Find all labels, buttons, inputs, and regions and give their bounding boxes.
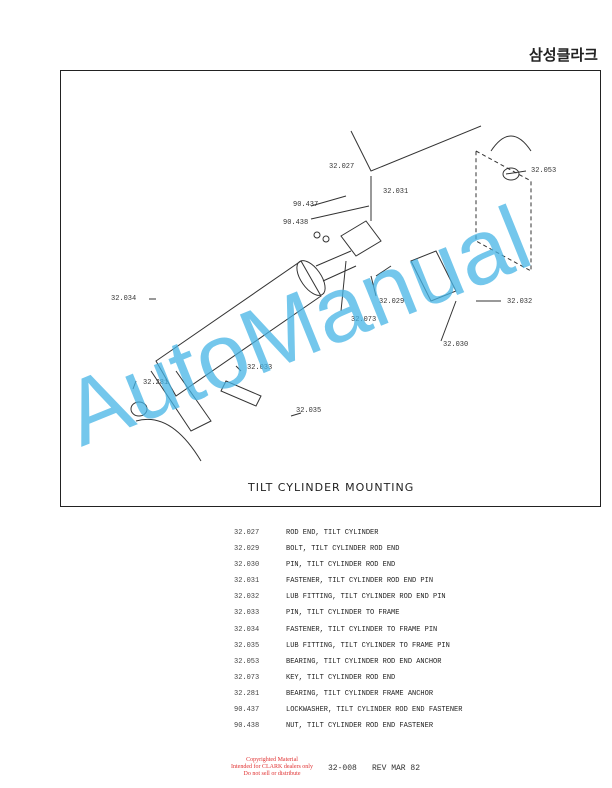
parts-list-row: 32.281 BEARING, TILT CYLINDER FRAME ANCHO… — [234, 690, 462, 706]
copyright-line: Intended for CLARK dealers only — [231, 764, 313, 770]
callout-32-073: 32.073 — [351, 316, 377, 324]
cylinder-clevis — [150, 370, 212, 432]
revision-date: REV MAR 82 — [372, 764, 421, 773]
part-description: LOCKWASHER, TILT CYLINDER ROD END FASTEN… — [286, 706, 463, 715]
part-description: ROD END, TILT CYLINDER — [286, 529, 379, 537]
parts-list-row: 90.438 NUT, TILT CYLINDER ROD END FASTENE… — [234, 722, 462, 738]
parts-list-row: 32.073 KEY, TILT CYLINDER ROD END — [234, 674, 462, 690]
figure-frame: 32.027 32.031 90.437 90.438 32.053 32.03… — [60, 70, 601, 507]
part-description: PIN, TILT CYLINDER ROD END — [286, 561, 396, 570]
part-number: 32.033 — [234, 609, 260, 618]
part-number: 32.027 — [234, 529, 260, 537]
part-number: 32.031 — [234, 577, 260, 586]
callout-32-035: 32.035 — [296, 407, 322, 415]
part-description: BEARING, TILT CYLINDER ROD END ANCHOR — [286, 657, 442, 666]
part-description: PIN, TILT CYLINDER TO FRAME — [286, 609, 400, 618]
parts-list: 32.027 ROD END, TILT CYLINDER 32.029 BOLT, … — [234, 529, 462, 738]
part-description: FASTENER, TILT CYLINDER ROD END PIN — [286, 577, 434, 586]
parts-list-row: 32.030 PIN, TILT CYLINDER ROD END — [234, 561, 462, 577]
part-number: 90.438 — [234, 722, 260, 731]
parts-list-row: 32.053 BEARING, TILT CYLINDER ROD END ANC… — [234, 658, 462, 674]
parts-list-row: 32.031 FASTENER, TILT CYLINDER ROD END PI… — [234, 577, 462, 593]
part-number: 32.053 — [234, 657, 260, 666]
parts-list-row: 32.032 LUB FITTING, TILT CYLINDER ROD END… — [234, 593, 462, 609]
callout-32-032: 32.032 — [507, 298, 533, 306]
figure-title: TILT CYLINDER MOUNTING — [248, 481, 415, 494]
part-number: 32.029 — [234, 545, 260, 554]
callout-32-281: 32.281 — [143, 379, 169, 387]
callout-32-033: 32.033 — [247, 364, 273, 372]
callout-32-053: 32.053 — [531, 167, 557, 175]
copyright-notice: Copyrighted Material Intended for CLARK … — [222, 757, 322, 778]
part-number: 32.032 — [234, 593, 260, 602]
part-number: 90.437 — [234, 706, 260, 715]
callout-32-030: 32.030 — [443, 341, 469, 349]
rod-end-pin — [410, 250, 457, 302]
exploded-diagram — [130, 125, 532, 462]
parts-list-row: 90.437 LOCKWASHER, TILT CYLINDER ROD END … — [234, 706, 462, 722]
parts-list-row: 32.033 PIN, TILT CYLINDER TO FRAME — [234, 609, 462, 625]
part-description: BEARING, TILT CYLINDER FRAME ANCHOR — [286, 689, 434, 698]
part-description: FASTENER, TILT CYLINDER TO FRAME PIN — [286, 625, 438, 634]
page-number: 32-008 — [328, 764, 357, 773]
parts-list-row: 32.035 LUB FITTING, TILT CYLINDER TO FRAM… — [234, 642, 462, 658]
part-number: 32.073 — [234, 673, 260, 682]
cylinder-body — [155, 260, 322, 397]
brand-logo-text: 삼성클라크 — [528, 46, 598, 64]
parts-list-row: 32.034 FASTENER, TILT CYLINDER TO FRAME P… — [234, 626, 462, 642]
callout-32-034: 32.034 — [111, 295, 137, 303]
bearing-anchor — [502, 167, 520, 181]
part-description: BOLT, TILT CYLINDER ROD END — [286, 545, 400, 554]
parts-list-row: 32.029 BOLT, TILT CYLINDER ROD END — [234, 545, 462, 561]
part-description: LUB FITTING, TILT CYLINDER ROD END PIN — [286, 593, 446, 602]
callout-32-029: 32.029 — [379, 298, 405, 306]
frame-pin — [220, 380, 262, 407]
callout-90-438: 90.438 — [283, 219, 309, 227]
parts-list-row: 32.027 ROD END, TILT CYLINDER — [234, 529, 462, 545]
part-number: 32.034 — [234, 625, 260, 634]
copyright-line: Do not sell or distribute — [243, 771, 301, 777]
part-description: LUB FITTING, TILT CYLINDER TO FRAME PIN — [286, 641, 450, 650]
part-number: 32.030 — [234, 561, 260, 570]
part-description: NUT, TILT CYLINDER ROD END FASTENER — [286, 722, 434, 731]
part-number: 32.281 — [234, 689, 260, 698]
callout-32-027: 32.027 — [329, 163, 355, 171]
rod-end — [340, 220, 382, 257]
part-number: 32.035 — [234, 641, 260, 650]
callout-32-031: 32.031 — [383, 188, 409, 196]
part-description: KEY, TILT CYLINDER ROD END — [286, 673, 396, 682]
copyright-line: Copyrighted Material — [246, 757, 298, 763]
callout-90-437: 90.437 — [293, 201, 319, 209]
